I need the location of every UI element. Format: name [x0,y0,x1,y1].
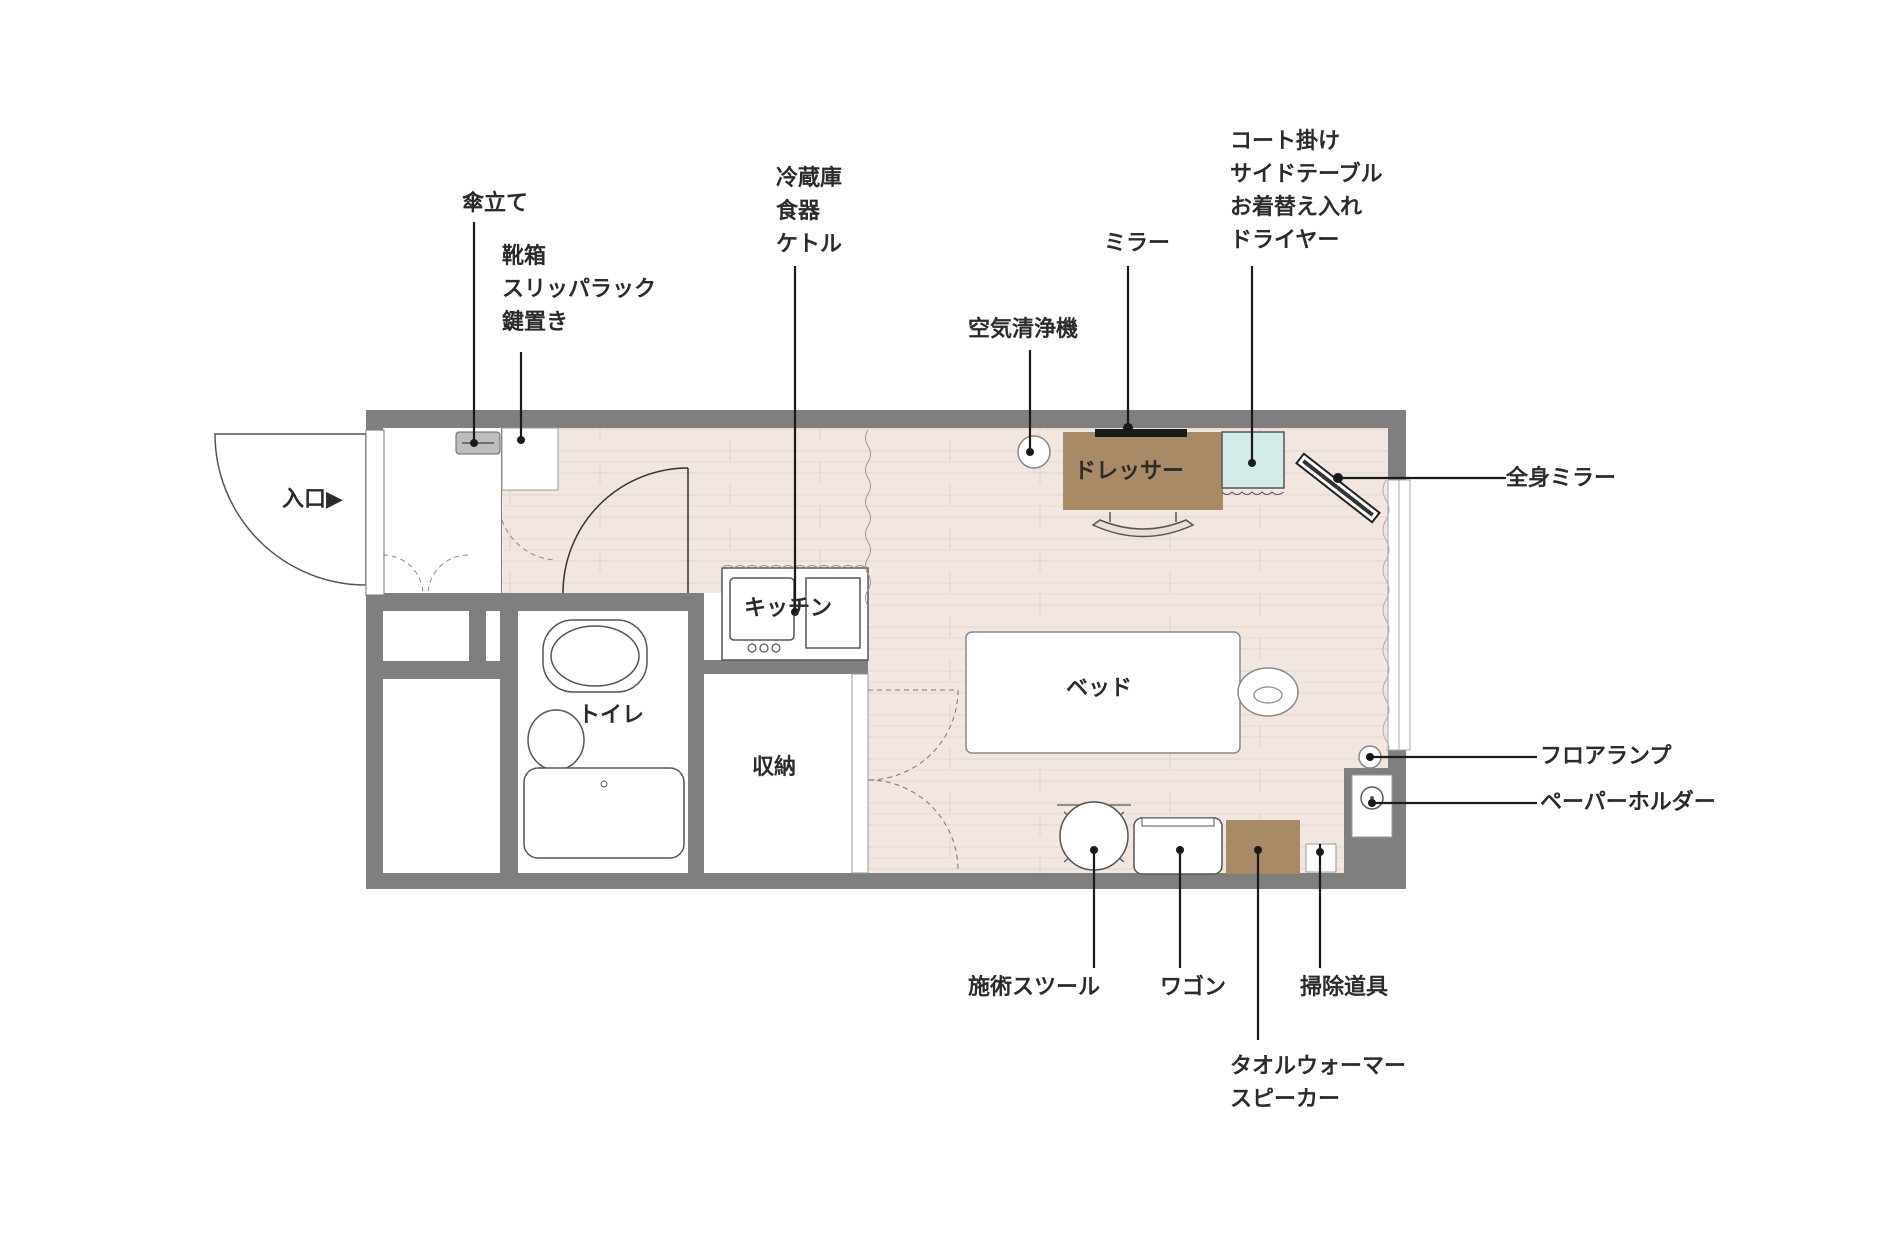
callout-full-mirror: 全身ミラー [1506,466,1617,491]
callout-towel-warmer: タオルウォーマー スピーカー [1230,1054,1407,1112]
towel-warmer [1226,820,1300,874]
callout-fridge: 冷蔵庫 食器 ケトル [776,166,843,257]
washbasin [527,709,585,771]
dresser-label: ドレッサー [1074,459,1185,484]
dresser-chair [1091,519,1195,538]
callout-mirror: ミラー [1104,231,1171,256]
kitchen-label: キッチン [744,596,833,621]
bath-drain [600,780,608,788]
wagon-top [1141,817,1215,827]
dresser [1063,432,1223,510]
full-mirror [1295,452,1381,524]
callout-wagon: ワゴン [1160,975,1227,1000]
bedside-round [1237,667,1299,717]
toilet-tank [542,619,648,693]
entrance-frame [365,429,385,596]
stool [1057,801,1131,871]
leader-dots [470,423,1376,856]
storage-label: 収納 [752,755,797,780]
storage-frame [851,673,869,874]
genkan-floor [383,428,501,593]
faucet-left [747,643,757,653]
closet-slit [486,611,500,661]
callout-air-purifier: 空気清浄機 [968,317,1079,342]
mirror-bar [1095,429,1187,437]
callout-paper-holder: ペーパーホルダー [1540,790,1716,815]
callout-shoe-box: 靴箱 スリッパラック 鍵置き [502,244,657,335]
storage-room [704,674,852,873]
faucet-right [771,643,781,653]
curtain [1382,479,1390,751]
genkan-closet-arc-2 [427,554,469,596]
entrance-label: 入口▶ [282,487,343,512]
toilet-door-swing [562,467,689,594]
toilet-label: トイレ [578,703,645,728]
callout-coat-hanger: コート掛け サイドテーブル お着替え入れ ドライヤー [1230,129,1383,253]
storage-arc-bottom [867,779,959,871]
entrance-door-swing [214,433,367,586]
callout-floor-lamp: フロアランプ [1540,744,1672,769]
leader-lines [472,222,1537,1040]
storage-arc-top [867,689,959,781]
closet-small [383,611,469,661]
faucet-mid [759,643,769,653]
bedside-round-inner [1253,686,1283,704]
side-table-curtain [1221,491,1285,495]
paper-holder-dot [1370,796,1374,800]
shoe-box [501,427,559,491]
bed-label: ベッド [1066,676,1133,701]
closet-large [383,679,500,873]
genkan-closet-arc-1 [382,554,424,596]
callout-stool: 施術スツール [968,975,1101,1000]
callout-cleaning: 掃除道具 [1300,975,1389,1000]
paper-holder-icon [1360,786,1384,810]
toilet-seat [550,625,640,687]
partition-curtain [865,429,871,607]
bathtub [523,767,685,859]
kitchen-stove [805,577,861,649]
callout-umbrella-stand: 傘立て [462,191,529,216]
